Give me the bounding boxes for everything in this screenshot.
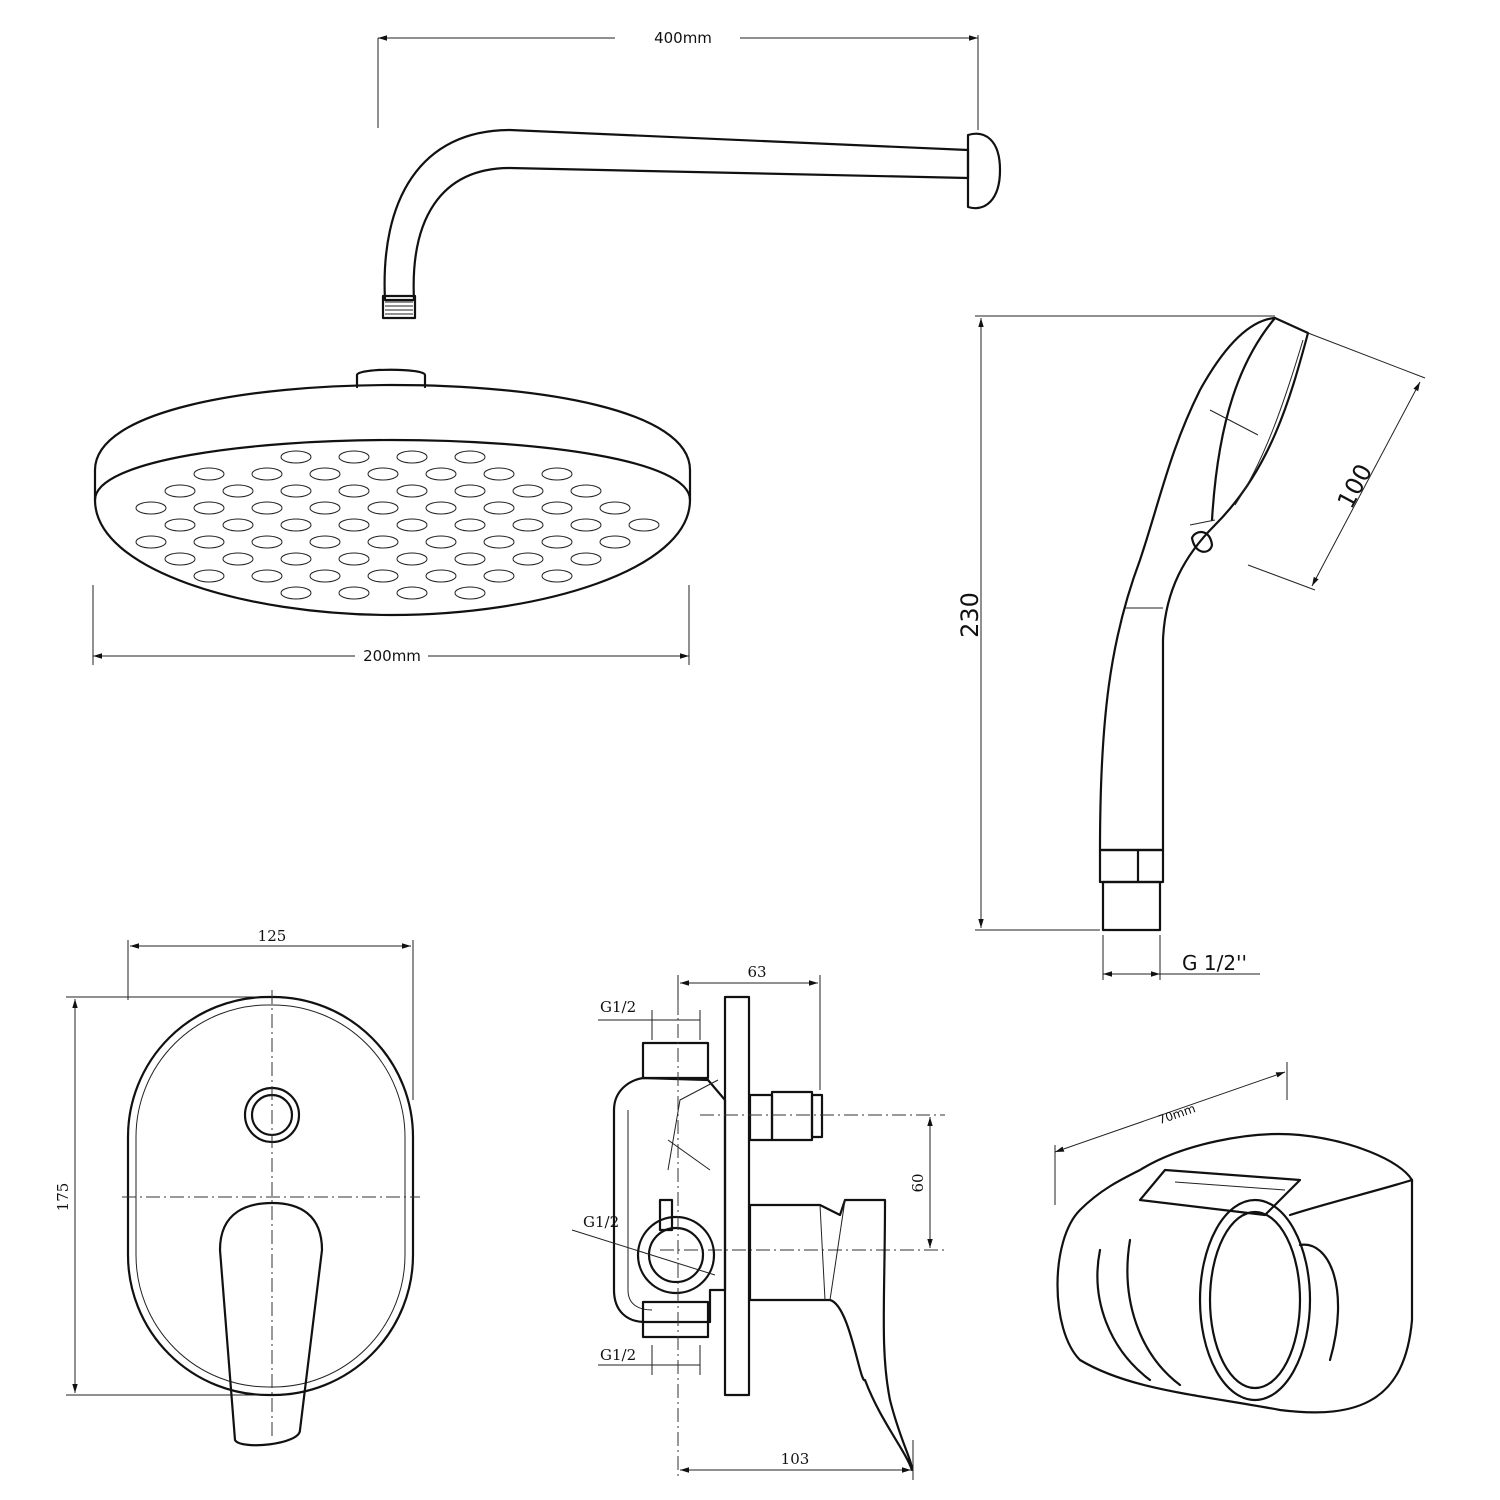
nozzle — [222, 518, 254, 532]
hand-shower-head-width-label: 100 — [1332, 459, 1378, 513]
nozzle — [483, 569, 515, 583]
nozzle — [396, 586, 428, 600]
shower-head: 200mm — [92, 368, 692, 665]
nozzle — [454, 586, 486, 600]
nozzle — [338, 450, 370, 464]
nozzle — [309, 467, 341, 481]
nozzle — [338, 586, 370, 600]
top-thread-label: G1/2 — [600, 998, 636, 1016]
nozzle — [512, 484, 544, 498]
nozzle — [251, 569, 283, 583]
nozzle — [599, 535, 631, 549]
nozzle — [338, 552, 370, 566]
bottom-thread-label: G1/2 — [600, 1346, 636, 1364]
nozzle — [483, 501, 515, 515]
nozzle — [367, 501, 399, 515]
nozzle — [280, 450, 312, 464]
nozzle — [251, 501, 283, 515]
shower-holder: 70mm — [1054, 1062, 1414, 1414]
nozzle — [483, 535, 515, 549]
nozzle — [164, 484, 196, 498]
nozzle — [222, 484, 254, 498]
nozzle — [396, 450, 428, 464]
nozzle — [541, 569, 573, 583]
nozzle — [193, 467, 225, 481]
hand-shower: 230 100 G 1/2'' — [956, 315, 1426, 980]
nozzle — [454, 518, 486, 532]
nozzle — [425, 569, 457, 583]
nozzle — [425, 467, 457, 481]
hand-shower-height-label: 230 — [956, 592, 984, 638]
nozzle — [135, 535, 167, 549]
nozzle — [541, 467, 573, 481]
nozzle — [280, 552, 312, 566]
thread-label: G 1/2'' — [1182, 951, 1247, 975]
nozzle — [164, 518, 196, 532]
nozzle — [425, 501, 457, 515]
nozzle — [512, 552, 544, 566]
nozzle — [396, 518, 428, 532]
nozzle — [512, 518, 544, 532]
nozzle — [135, 501, 167, 515]
middle-thread-label: G1/2 — [583, 1213, 619, 1231]
shower-arm: 400mm — [377, 29, 1002, 320]
total-depth-label: 103 — [781, 1450, 810, 1468]
arm-length-label: 400mm — [654, 29, 712, 47]
mixer-depth-label: 63 — [747, 963, 766, 981]
nozzle — [454, 552, 486, 566]
holder-width-label: 70mm — [1156, 1101, 1197, 1127]
nozzle — [164, 552, 196, 566]
nozzle — [367, 535, 399, 549]
mixer-width-label: 125 — [258, 927, 287, 945]
nozzle — [570, 484, 602, 498]
nozzle — [454, 484, 486, 498]
outlet-spacing-label: 60 — [909, 1173, 927, 1192]
nozzle — [280, 586, 312, 600]
nozzle — [541, 501, 573, 515]
nozzle — [309, 569, 341, 583]
nozzle — [570, 518, 602, 532]
head-diameter-label: 200mm — [363, 647, 421, 665]
mixer-height-label: 175 — [54, 1183, 72, 1212]
nozzle — [251, 535, 283, 549]
nozzle — [396, 484, 428, 498]
mixer-side-view: 63 G1/2 60 G1/2 G1/2 103 — [571, 963, 945, 1480]
nozzle — [599, 501, 631, 515]
mixer-front-view: 125 175 — [54, 927, 420, 1447]
nozzle — [628, 518, 660, 532]
nozzle — [193, 535, 225, 549]
nozzle — [193, 569, 225, 583]
nozzle — [280, 484, 312, 498]
nozzle — [222, 552, 254, 566]
nozzle — [541, 535, 573, 549]
nozzle — [570, 552, 602, 566]
nozzle — [338, 484, 370, 498]
nozzle — [309, 501, 341, 515]
nozzle — [367, 467, 399, 481]
nozzle — [454, 450, 486, 464]
nozzle — [396, 552, 428, 566]
nozzle — [193, 501, 225, 515]
nozzle — [338, 518, 370, 532]
nozzle — [280, 518, 312, 532]
nozzle — [483, 467, 515, 481]
nozzle-pattern — [135, 450, 660, 600]
nozzle — [425, 535, 457, 549]
nozzle — [367, 569, 399, 583]
nozzle — [251, 467, 283, 481]
nozzle — [309, 535, 341, 549]
